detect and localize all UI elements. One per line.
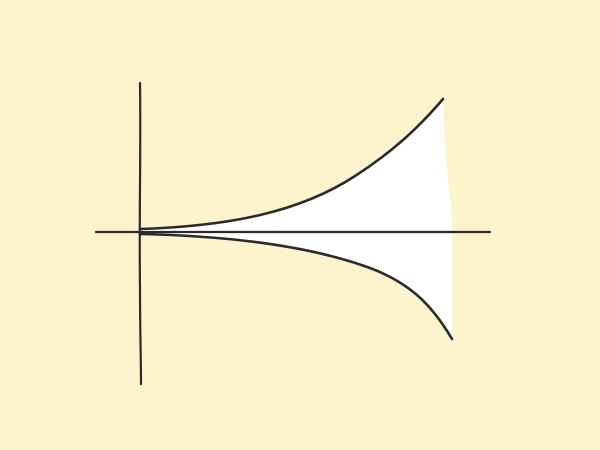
upper-curve <box>138 97 445 231</box>
flare-fill-region <box>140 99 452 337</box>
vertical-axis <box>138 81 143 386</box>
lower-curve <box>138 232 454 341</box>
